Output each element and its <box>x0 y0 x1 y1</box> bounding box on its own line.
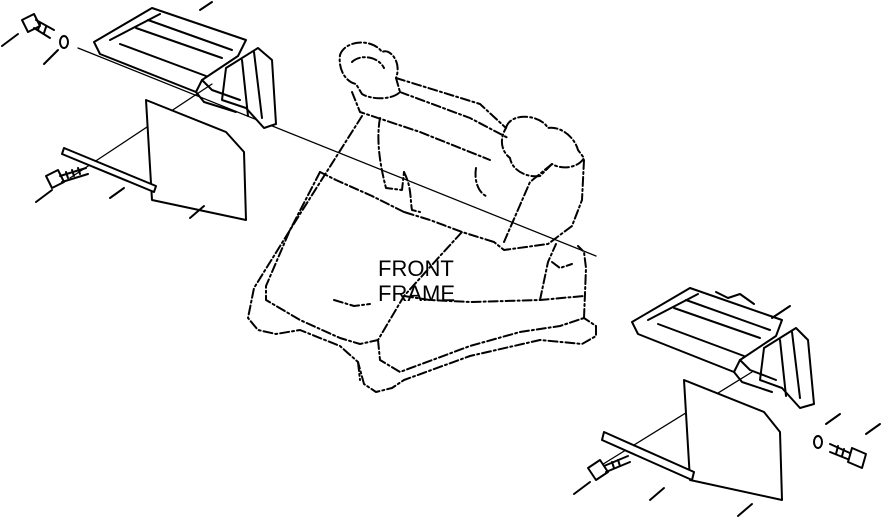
right-side-bolt-icon <box>829 443 867 469</box>
front-frame-label-line2: FRAME <box>378 281 455 306</box>
right-shim-plate <box>601 431 695 481</box>
left-step-tread <box>93 7 247 93</box>
left-step-bracket <box>221 47 277 129</box>
left-mud-flap <box>145 99 247 221</box>
right-step-tread <box>631 287 783 373</box>
left-step-assembly <box>21 7 277 221</box>
right-step-assembly <box>587 287 867 501</box>
left-upper-bolt-icon <box>21 13 55 39</box>
assembly-centerline <box>77 47 597 257</box>
right-washer-icon <box>813 435 823 449</box>
right-bolt-icon <box>587 455 631 481</box>
front-frame-label-line1: FRONT <box>378 256 454 281</box>
left-washer-icon <box>59 35 69 49</box>
left-shim-plate <box>61 147 157 193</box>
right-mud-flap <box>683 379 783 501</box>
left-bolt-icon <box>45 167 89 189</box>
left-leader-lines <box>1 1 213 219</box>
right-step-bracket <box>759 327 815 409</box>
right-leader-lines <box>573 305 881 517</box>
front-frame <box>247 41 597 393</box>
